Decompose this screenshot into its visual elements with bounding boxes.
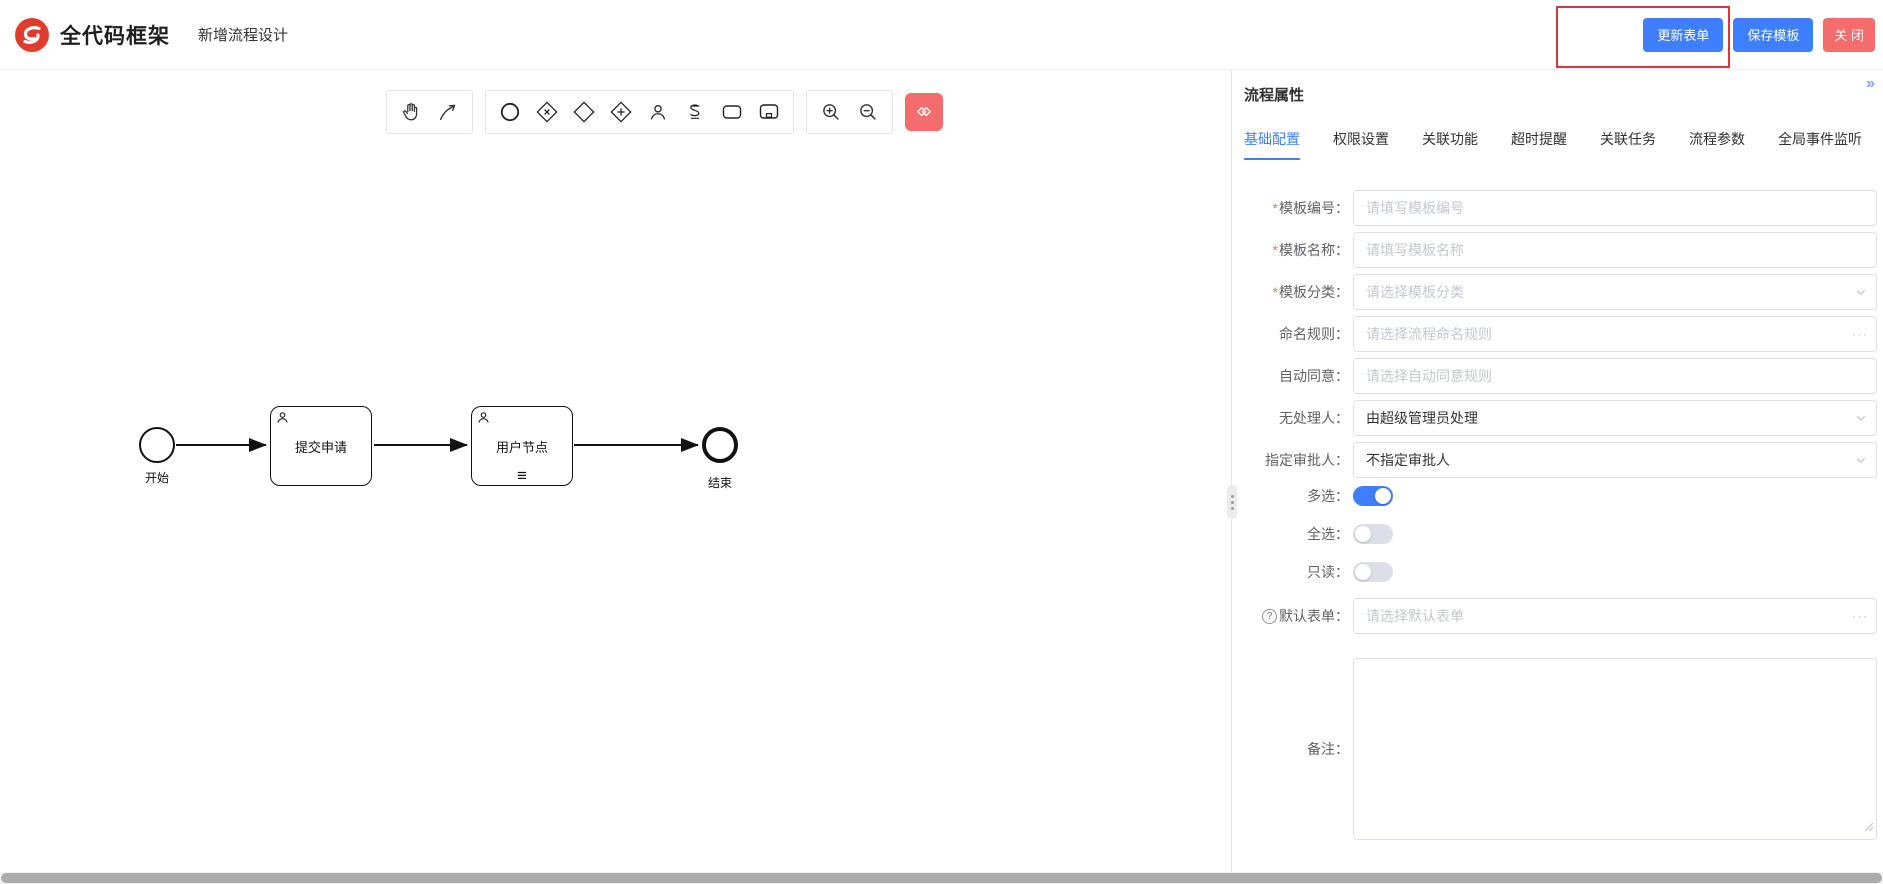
bpmn-canvas[interactable]: 开始 提交申请 用户节点 ≡ 结束 — [0, 70, 1231, 884]
task-node-submit[interactable]: 提交申请 — [270, 406, 372, 486]
save-template-button[interactable]: 保存模板 — [1733, 17, 1814, 52]
template-no-input[interactable] — [1353, 190, 1877, 226]
connect-tool-icon[interactable] — [436, 100, 460, 124]
start-event-node[interactable] — [139, 427, 175, 463]
tab-related-function[interactable]: 关联功能 — [1422, 131, 1478, 147]
field-label: 无处理人： — [1279, 410, 1349, 426]
field-label: *模板名称： — [1272, 242, 1349, 258]
field-template-category: *模板分类： — [1244, 274, 1877, 310]
horizontal-scrollbar[interactable] — [0, 872, 1883, 884]
no-handler-select[interactable] — [1353, 400, 1877, 436]
tab-related-task[interactable]: 关联任务 — [1600, 131, 1656, 147]
help-icon[interactable]: ? — [1262, 608, 1277, 624]
end-event-label: 结束 — [707, 476, 732, 490]
task-node-user[interactable]: 用户节点 ≡ — [471, 406, 573, 486]
clear-canvas-button[interactable] — [905, 93, 943, 131]
app-header: 全代码框架 新增流程设计 更新表单 保存模板 关 闭 — [0, 0, 1883, 70]
panel-title: 流程属性 — [1244, 87, 1305, 104]
multi-instance-marker-icon: ≡ — [517, 466, 527, 485]
field-label: 多选： — [1307, 488, 1349, 504]
field-read-only: 只读： — [1244, 560, 1877, 584]
page-title: 新增流程设计 — [198, 27, 289, 44]
field-label: ? 默认表单： — [1244, 606, 1349, 626]
tab-timeout-reminder[interactable]: 超时提醒 — [1511, 131, 1567, 147]
zoom-out-icon[interactable] — [856, 100, 880, 124]
field-label: 命名规则： — [1279, 326, 1349, 342]
tab-global-event-listener[interactable]: 全局事件监听 — [1778, 131, 1862, 147]
field-label: 备注： — [1307, 741, 1349, 757]
field-assigned-approver: 指定审批人： — [1244, 442, 1877, 478]
gateway-plus-icon[interactable] — [609, 100, 633, 124]
field-label: *模板分类： — [1272, 284, 1349, 300]
panel-resize-handle[interactable] — [1227, 485, 1237, 519]
read-only-toggle[interactable] — [1353, 562, 1393, 582]
field-label: 只读： — [1307, 564, 1349, 580]
scrollbar-thumb[interactable] — [1, 873, 1882, 883]
toolbar-group-tools — [386, 90, 473, 134]
end-event-node[interactable] — [702, 427, 738, 463]
toolbar-group-shapes — [485, 90, 794, 134]
select-all-toggle[interactable] — [1353, 524, 1393, 544]
brand-name: 全代码框架 — [60, 24, 170, 48]
brand-logo-icon — [14, 17, 50, 53]
field-label: 指定审批人： — [1265, 452, 1349, 468]
panel-tabs: 基础配置 权限设置 关联功能 超时提醒 关联任务 流程参数 全局事件监听 — [1244, 129, 1877, 160]
field-template-no: *模板编号： — [1244, 190, 1877, 226]
gateway-icon[interactable] — [572, 100, 596, 124]
assigned-approver-select[interactable] — [1353, 442, 1877, 478]
start-event-icon[interactable] — [498, 100, 522, 124]
task-label: 提交申请 — [294, 439, 347, 455]
field-template-name: *模板名称： — [1244, 232, 1877, 268]
multi-select-toggle[interactable] — [1353, 486, 1393, 506]
field-label: *模板编号： — [1272, 200, 1349, 216]
naming-rule-picker[interactable] — [1353, 316, 1877, 352]
toolbar-group-zoom — [806, 90, 893, 134]
basic-config-form: *模板编号： *模板名称： *模板分类： 命名规则： ··· — [1244, 190, 1877, 840]
field-label: 全选： — [1307, 526, 1349, 542]
field-remark: 备注： — [1244, 658, 1877, 840]
field-select-all: 全选： — [1244, 522, 1877, 546]
auto-agree-picker[interactable] — [1353, 358, 1877, 394]
user-task-marker-icon — [275, 410, 290, 428]
remark-textarea[interactable] — [1353, 658, 1877, 840]
user-task-icon[interactable] — [646, 100, 670, 124]
update-form-button[interactable]: 更新表单 — [1643, 17, 1724, 52]
tab-process-params[interactable]: 流程参数 — [1689, 131, 1745, 147]
field-default-form: ? 默认表单： ··· — [1244, 598, 1877, 634]
field-no-handler: 无处理人： — [1244, 400, 1877, 436]
field-multi-select: 多选： — [1244, 484, 1877, 508]
call-activity-icon[interactable] — [757, 100, 781, 124]
template-name-input[interactable] — [1353, 232, 1877, 268]
task-label: 用户节点 — [495, 439, 548, 455]
script-task-icon[interactable] — [683, 100, 707, 124]
template-category-select[interactable] — [1353, 274, 1877, 310]
clear-canvas-icon — [916, 106, 932, 117]
tab-permission[interactable]: 权限设置 — [1333, 131, 1389, 147]
start-event-label: 开始 — [144, 471, 169, 485]
properties-panel: » 流程属性 基础配置 权限设置 关联功能 超时提醒 关联任务 流程参数 全局事… — [1227, 70, 1883, 884]
designer-toolbar — [386, 90, 943, 134]
task-icon[interactable] — [720, 100, 744, 124]
default-form-picker[interactable] — [1353, 598, 1877, 634]
gateway-x-icon[interactable] — [535, 100, 559, 124]
field-naming-rule: 命名规则： ··· — [1244, 316, 1877, 352]
panel-collapse-icon[interactable]: » — [1866, 75, 1875, 92]
hand-tool-icon[interactable] — [399, 100, 423, 124]
sequence-flows — [176, 438, 699, 452]
tab-basic-config[interactable]: 基础配置 — [1244, 129, 1300, 160]
user-task-marker-icon — [476, 410, 491, 428]
zoom-in-icon[interactable] — [819, 100, 843, 124]
close-button[interactable]: 关 闭 — [1823, 17, 1875, 52]
field-auto-agree: 自动同意： — [1244, 358, 1877, 394]
field-label: 自动同意： — [1279, 368, 1349, 384]
